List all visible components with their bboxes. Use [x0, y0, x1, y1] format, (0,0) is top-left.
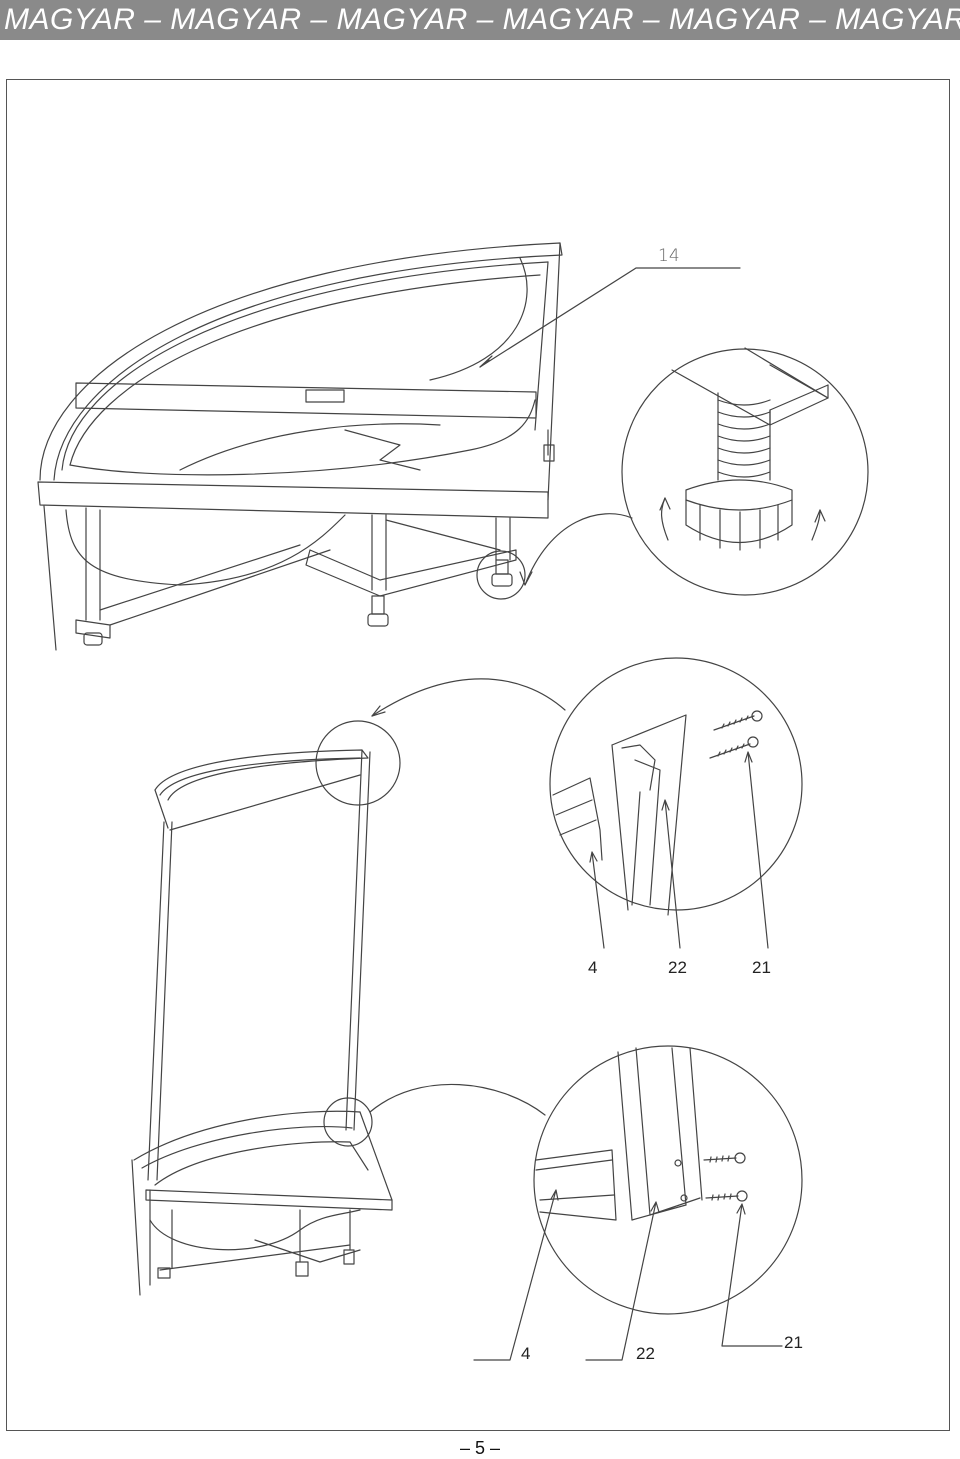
header-bar: MAGYAR – MAGYAR – MAGYAR – MAGYAR – MAGY… [0, 0, 960, 40]
callout-bottom-22: 22 [636, 1344, 655, 1363]
page-frame [6, 79, 950, 1431]
callout-top-22: 22 [668, 958, 687, 977]
profile-detail-circle-top [549, 657, 803, 949]
callout-bottom-4: 4 [521, 1344, 531, 1363]
callout-bottom-21: 21 [784, 1333, 803, 1352]
language-header: MAGYAR – MAGYAR – MAGYAR – MAGYAR – MAGY… [4, 3, 960, 36]
callout-top-21: 21 [752, 958, 771, 977]
callout-part-14: 14 [658, 246, 680, 266]
bathtub-frame-drawing [37, 242, 741, 651]
profile-detail-circle-bottom [473, 1045, 803, 1361]
callout-top-4: 4 [588, 958, 598, 977]
foot-detail-circle [621, 347, 869, 596]
page-number: – 5 – [459, 1438, 501, 1458]
screen-frame-drawing [131, 678, 566, 1296]
